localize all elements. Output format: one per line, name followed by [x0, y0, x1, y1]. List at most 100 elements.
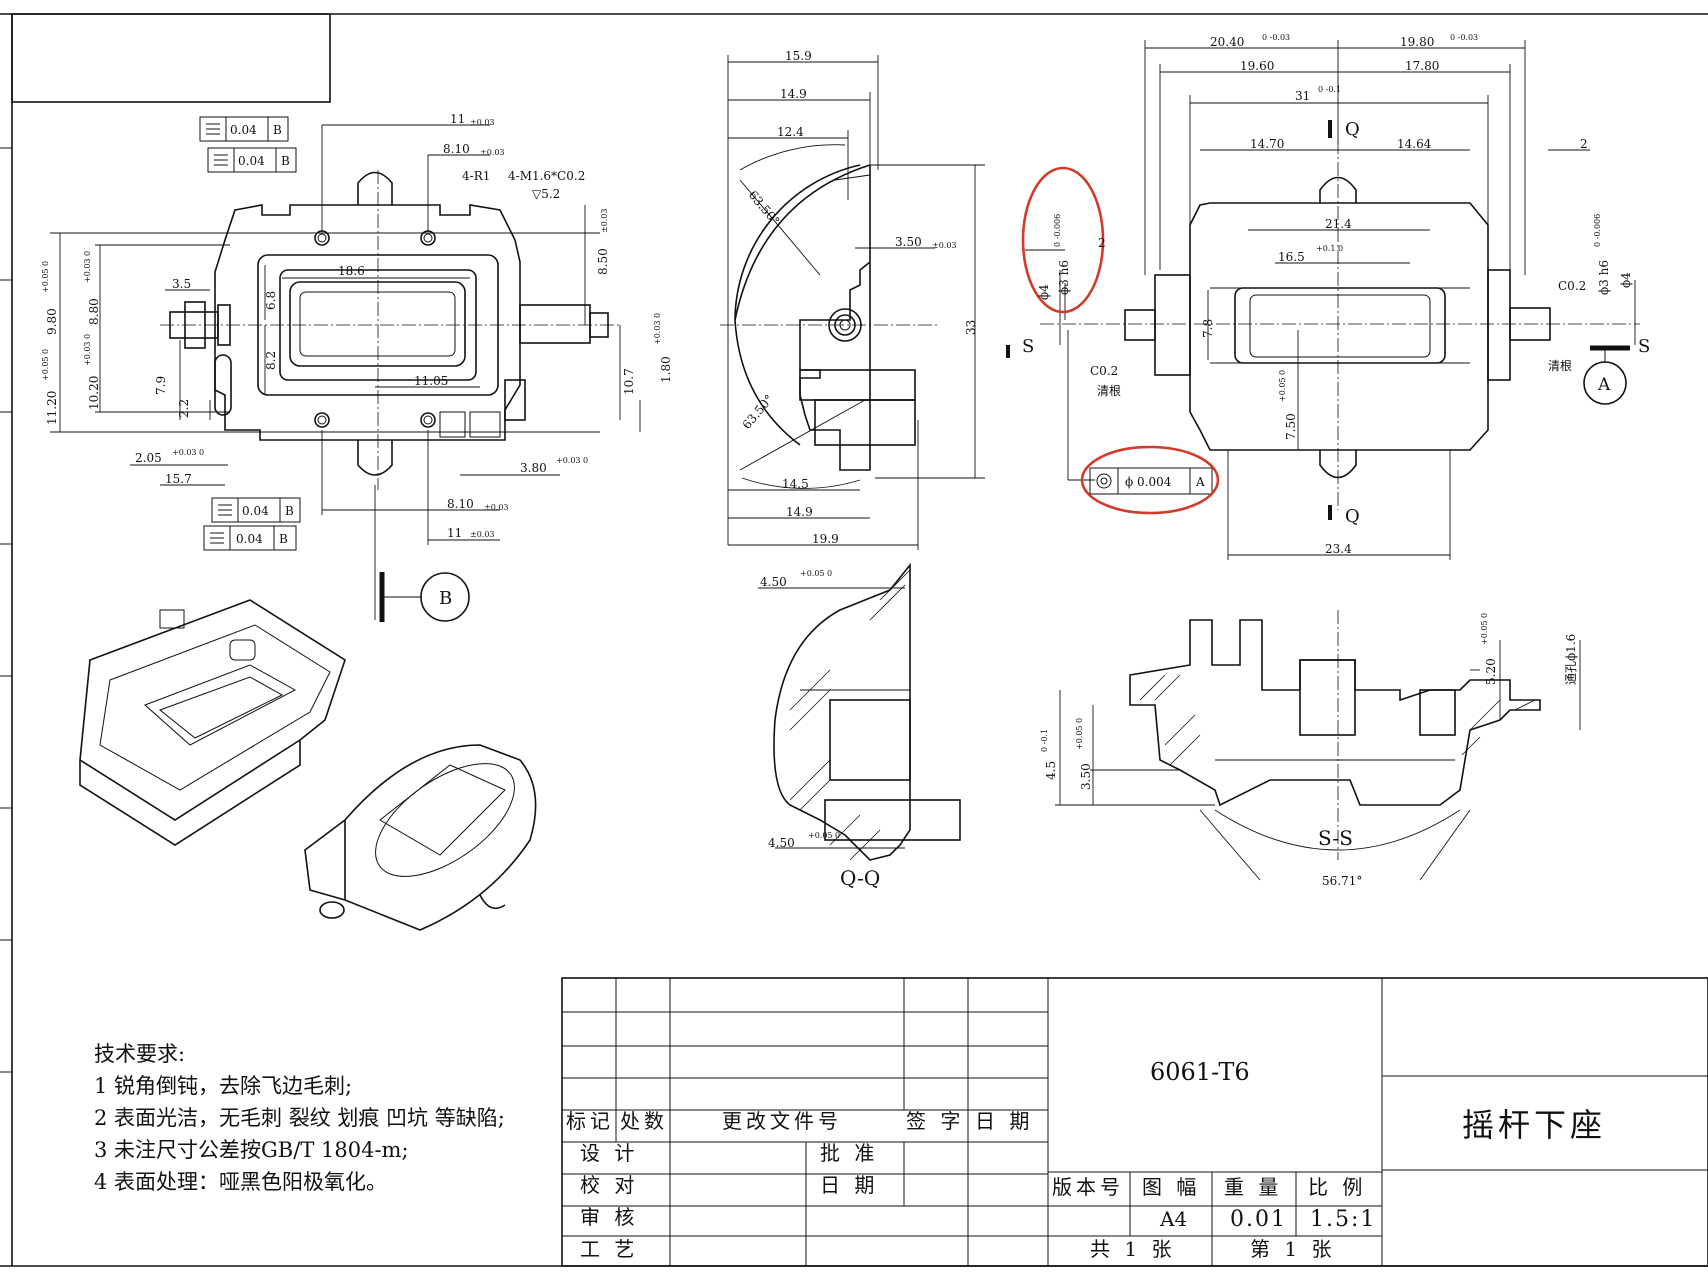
- svg-text:63.50°: 63.50°: [746, 188, 783, 228]
- svg-text:±0.03: ±0.03: [932, 241, 957, 250]
- svg-text:共 1 张: 共 1 张: [1090, 1237, 1175, 1261]
- svg-text:0 -0.1: 0 -0.1: [1040, 729, 1049, 752]
- svg-text:0 -0.03: 0 -0.03: [1450, 33, 1478, 42]
- svg-text:0 -0.006: 0 -0.006: [1053, 214, 1062, 247]
- svg-text:3.50: 3.50: [895, 235, 922, 249]
- svg-text:19.80: 19.80: [1400, 35, 1434, 49]
- svg-text:通孔ϕ1.6: 通孔ϕ1.6: [1564, 634, 1578, 685]
- note-1: 1 锐角倒钝，去除飞边毛刺;: [94, 1074, 353, 1098]
- svg-text:3.80: 3.80: [520, 461, 547, 475]
- svg-text:2: 2: [1098, 236, 1106, 250]
- svg-text:8.50: 8.50: [596, 248, 610, 275]
- svg-text:6.8: 6.8: [264, 291, 278, 310]
- svg-text:C0.2: C0.2: [1090, 364, 1118, 378]
- svg-text:14.64: 14.64: [1397, 137, 1432, 151]
- svg-text:4.5: 4.5: [1044, 761, 1058, 780]
- svg-text:33: 33: [964, 320, 978, 335]
- svg-text:+0.03 0: +0.03 0: [83, 251, 92, 283]
- svg-text:8.2: 8.2: [264, 351, 278, 370]
- svg-text:B: B: [279, 532, 288, 546]
- svg-text:审 核: 审 核: [580, 1205, 638, 1229]
- svg-text:7.50: 7.50: [1284, 413, 1298, 440]
- svg-text:C0.2: C0.2: [1558, 279, 1586, 293]
- svg-text:0.04: 0.04: [242, 504, 269, 518]
- svg-text:更改文件号: 更改文件号: [722, 1109, 842, 1133]
- svg-text:1.80: 1.80: [659, 356, 673, 383]
- part-name: 摇杆下座: [1462, 1106, 1606, 1144]
- side-view: 15.9 14.9 12.4 3.50±0.03 33 63.50° 63.50…: [720, 49, 985, 550]
- svg-text:11.05: 11.05: [414, 374, 448, 388]
- svg-text:17.80: 17.80: [1405, 59, 1439, 73]
- svg-text:A: A: [1597, 375, 1611, 395]
- svg-text:±0.03: ±0.03: [484, 503, 509, 512]
- svg-text:0.04: 0.04: [236, 532, 263, 546]
- svg-text:15.7: 15.7: [165, 472, 192, 486]
- svg-text:16.5: 16.5: [1278, 250, 1305, 264]
- svg-text:A: A: [1195, 475, 1205, 489]
- svg-text:日 期: 日 期: [820, 1173, 878, 1197]
- svg-text:11: 11: [447, 526, 462, 540]
- svg-text:20.40: 20.40: [1210, 35, 1244, 49]
- svg-text:ϕ4: ϕ4: [1619, 272, 1633, 288]
- svg-text:10.7: 10.7: [622, 368, 636, 395]
- svg-text:15.9: 15.9: [785, 49, 812, 63]
- svg-text:4.50: 4.50: [768, 836, 795, 850]
- svg-text:2.05: 2.05: [135, 451, 162, 465]
- svg-text:4.50: 4.50: [760, 575, 787, 589]
- svg-text:Q: Q: [1345, 506, 1360, 527]
- svg-text:14.9: 14.9: [780, 87, 807, 101]
- view-b-label: B: [439, 588, 452, 609]
- svg-text:±0.03: ±0.03: [470, 118, 495, 127]
- svg-text:11: 11: [450, 112, 465, 126]
- svg-text:7.8: 7.8: [1201, 319, 1215, 338]
- section-s-s: 4.50 -0.1 3.50+0.05 0 5.20+0.05 0 通孔ϕ1.6…: [1040, 610, 1581, 888]
- svg-text:19.9: 19.9: [812, 532, 839, 546]
- svg-text:ϕ 0.004: ϕ 0.004: [1125, 475, 1172, 489]
- svg-text:重 量: 重 量: [1224, 1175, 1282, 1199]
- technical-requirements: 技术要求: 1 锐角倒钝，去除飞边毛刺; 2 表面光洁，无毛刺 裂纹 划痕 凹坑…: [94, 1038, 505, 1198]
- svg-text:校 对: 校 对: [580, 1173, 638, 1197]
- svg-text:5.20: 5.20: [1484, 658, 1498, 685]
- fcf-bottom-2: 0.04 B: [203, 525, 297, 551]
- svg-text:0 -0.03: 0 -0.03: [1262, 33, 1290, 42]
- svg-text:19.60: 19.60: [1240, 59, 1274, 73]
- svg-text:+0.05 0: +0.05 0: [41, 349, 50, 381]
- section-q-label: Q-Q: [840, 866, 880, 890]
- svg-text:18.6: 18.6: [338, 264, 365, 278]
- svg-text:+0.03 0: +0.03 0: [172, 448, 204, 457]
- fcf-top-1: 0.04 B: [199, 116, 289, 142]
- svg-text:0 -0.1: 0 -0.1: [1318, 85, 1341, 94]
- svg-text:8.10: 8.10: [447, 497, 474, 511]
- svg-text:56.71°: 56.71°: [1322, 874, 1362, 888]
- svg-text:+0.05 0: +0.05 0: [1480, 613, 1489, 645]
- svg-text:31: 31: [1295, 89, 1310, 103]
- svg-text:+0.03 0: +0.03 0: [653, 313, 662, 345]
- svg-text:处数: 处数: [620, 1109, 668, 1133]
- svg-text:9.80: 9.80: [45, 308, 59, 335]
- svg-text:+0.1 0: +0.1 0: [1316, 244, 1343, 253]
- svg-text:+0.05 0: +0.05 0: [1278, 370, 1287, 402]
- svg-text:日 期: 日 期: [975, 1109, 1033, 1133]
- svg-text:4-R1: 4-R1: [462, 169, 490, 183]
- svg-text:±0.03: ±0.03: [480, 148, 505, 157]
- note-3: 3 未注尺寸公差按GB/T 1804-m;: [94, 1138, 409, 1162]
- note-4: 4 表面处理：哑黑色阳极氧化。: [94, 1170, 388, 1194]
- top-view: B 0.04 B 0.04 B 0.04 B 0.04: [41, 112, 673, 622]
- svg-text:+0.05 0: +0.05 0: [808, 831, 840, 840]
- fcf-bottom-1: 0.04 B: [211, 497, 301, 523]
- notes-title: 技术要求:: [94, 1042, 186, 1066]
- svg-text:比 例: 比 例: [1308, 1175, 1366, 1199]
- svg-text:±0.03: ±0.03: [470, 530, 495, 539]
- svg-text:ϕ3 h6: ϕ3 h6: [1597, 260, 1611, 295]
- svg-text:0 -0.006: 0 -0.006: [1593, 214, 1602, 247]
- svg-text:▽5.2: ▽5.2: [532, 187, 560, 201]
- svg-text:+0.05 0: +0.05 0: [800, 569, 832, 578]
- svg-text:14.5: 14.5: [782, 477, 809, 491]
- svg-text:清根: 清根: [1097, 384, 1121, 398]
- svg-text:设 计: 设 计: [580, 1141, 638, 1165]
- section-q-q: 4.50 +0.05 0 4.50 +0.05 0 Q-Q: [758, 562, 961, 890]
- svg-text:12.4: 12.4: [777, 125, 804, 139]
- svg-text:ϕ4: ϕ4: [1037, 284, 1051, 300]
